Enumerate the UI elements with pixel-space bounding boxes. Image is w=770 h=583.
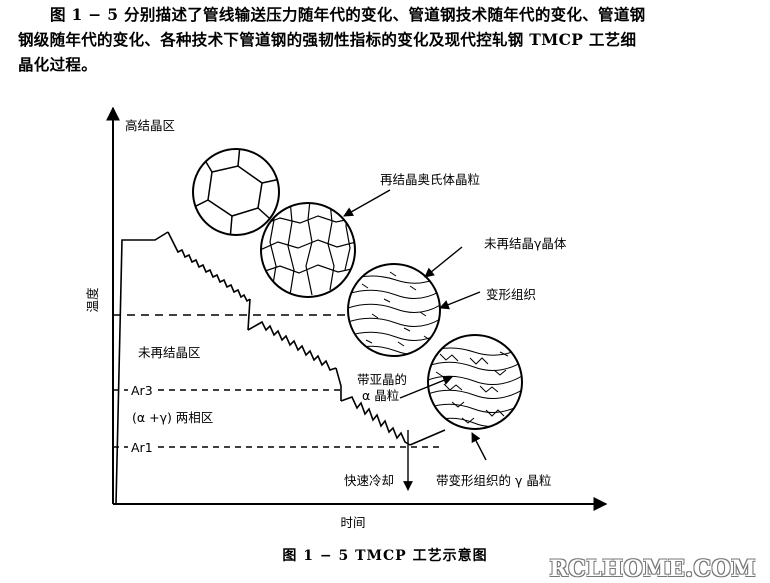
non-recrystallized-gamma-label: 未再结晶γ晶体 (484, 236, 567, 251)
gamma-with-deformation-label: 带变形组织的 γ 晶粒 (436, 473, 551, 488)
subgrain-alpha-label-line1: 带亚晶的 (357, 372, 407, 387)
rolling-path-3 (340, 395, 411, 446)
watermark: RCLHOME.COM (549, 556, 756, 582)
intro-paragraph: 图 1 − 5 分别描述了管线输送压力随年代的变化、管道钢技术随年代的变化、管道… (18, 2, 718, 77)
paragraph-line-2: 钢级随年代的变化、各种技术下管道钢的强韧性指标的变化及现代控轧钢 TMCP 工艺… (18, 30, 637, 49)
recrystallized-austenite-label: 再结晶奥氏体晶粒 (380, 172, 480, 187)
cooling-line (409, 429, 446, 446)
annotation-arrows (343, 189, 487, 491)
non-recrystallized-gamma-circle (347, 263, 441, 357)
process-path (115, 231, 446, 505)
reheat-segment (115, 231, 169, 505)
ar1-label: Ar1 (131, 440, 153, 455)
high-recrystallization-label: 高结晶区 (125, 118, 175, 133)
x-axis-label: 时间 (340, 515, 365, 530)
ar3-label: Ar3 (131, 383, 153, 398)
axes (106, 106, 608, 511)
recrystallized-austenite-circle (260, 202, 356, 298)
rolling-drop-1 (247, 298, 251, 331)
tmcp-diagram: 温度 时间 高结晶区 未再结晶区 (α +γ) 两相区 Ar3 Ar1 再结晶奥… (85, 106, 608, 530)
two-phase-label: (α +γ) 两相区 (132, 410, 213, 425)
figure-caption: 图 1 − 5 TMCP 工艺示意图 (282, 548, 488, 564)
reference-lines (113, 314, 444, 448)
non-recrystallization-label: 未再结晶区 (138, 345, 201, 360)
deformed-gamma-circle (427, 334, 523, 430)
rolling-path-1 (167, 231, 251, 303)
y-axis-label: 温度 (85, 287, 100, 313)
paragraph-line-1: 图 1 − 5 分别描述了管线输送压力随年代的变化、管道钢技术随年代的变化、管道… (50, 5, 646, 24)
deformed-structure-label: 变形组织 (486, 287, 536, 302)
rolling-drop-2 (335, 367, 342, 401)
recrystallized-grain-circle (192, 148, 280, 236)
paragraph-line-3: 晶化过程。 (18, 55, 98, 74)
subgrain-alpha-label-line2: α 晶粒 (362, 388, 399, 403)
rolling-path-2 (247, 320, 337, 371)
rapid-cooling-label: 快速冷却 (344, 473, 394, 488)
